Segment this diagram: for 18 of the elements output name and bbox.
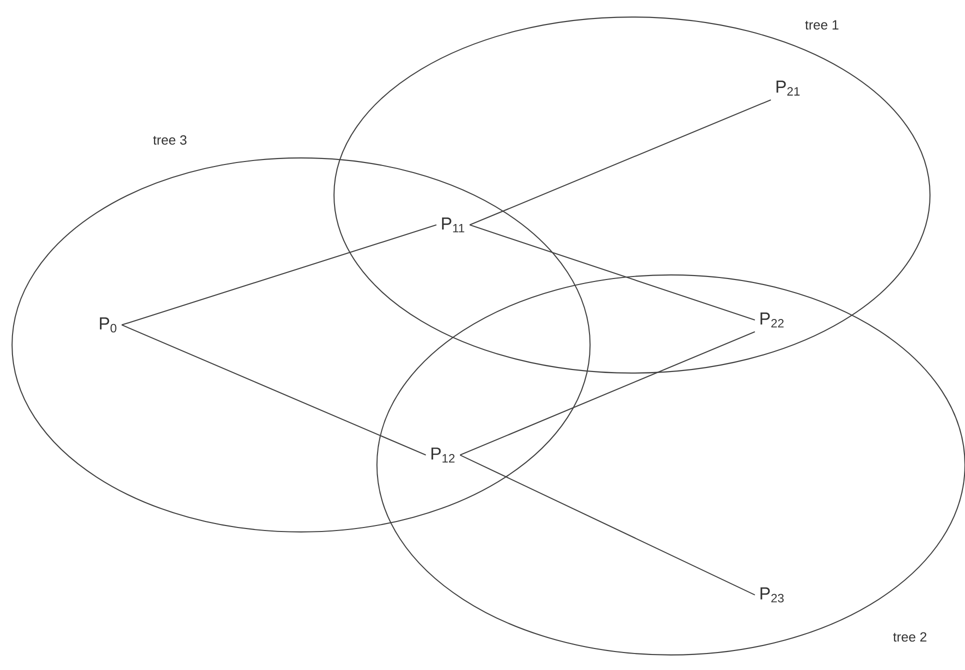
tree-label: tree 2: [893, 632, 926, 642]
point-label: P$_{12}$: [432, 448, 454, 462]
point-label: P$_{11}$: [442, 218, 464, 232]
tree-ellipse: [12, 157, 591, 532]
point-label: P$_{22}$: [760, 312, 784, 328]
point-label: P$_{0}$: [100, 317, 116, 332]
tree-label: tree 3: [153, 135, 186, 145]
tree-edge: [470, 99, 772, 226]
tree-edge: [460, 331, 756, 456]
tree-ellipse: [333, 16, 931, 374]
point-label: P$_{21}$: [776, 80, 800, 96]
tree-label: tree 1: [805, 20, 838, 30]
tree-edge: [122, 324, 426, 456]
tree-edge: [122, 224, 437, 326]
point-label: P$_{23}$: [760, 587, 784, 602]
tree-edge: [470, 224, 756, 320]
tree-ellipse: [376, 274, 965, 656]
tree-edge: [460, 454, 756, 596]
